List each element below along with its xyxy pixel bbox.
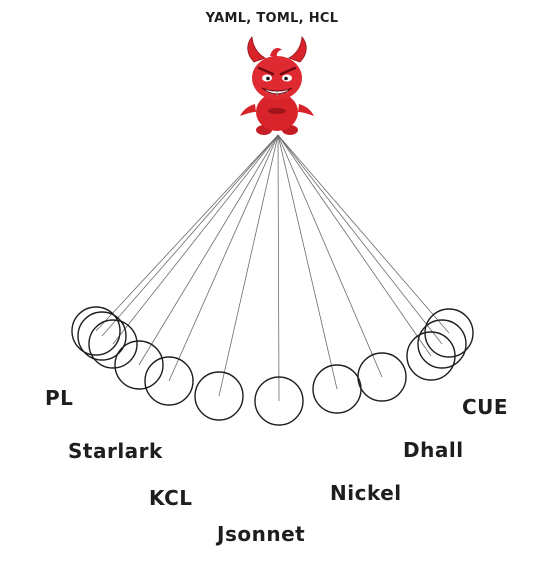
pendulum-string xyxy=(277,134,432,357)
language-label-dhall: Dhall xyxy=(403,438,464,462)
pendulum-string xyxy=(218,134,279,397)
pendulum-string xyxy=(138,134,279,366)
pendulum-ball xyxy=(71,306,121,356)
language-label-cue: CUE xyxy=(462,395,508,419)
pendulum-ball xyxy=(144,356,194,406)
pendulum-string xyxy=(277,134,383,378)
pendulum-string xyxy=(101,134,279,337)
pendulum-strings xyxy=(95,134,450,402)
pendulum-string xyxy=(277,134,443,345)
pendulum-string xyxy=(112,134,279,345)
pendulum-ball xyxy=(357,352,407,402)
pendulum-string xyxy=(168,134,279,382)
pendulum-ball xyxy=(254,376,304,426)
pendulum-string xyxy=(277,134,450,334)
pendulum-ball xyxy=(417,319,467,369)
language-label-jsonnet: Jsonnet xyxy=(215,522,305,546)
pendulum-ball xyxy=(194,371,244,421)
language-label-nickel: Nickel xyxy=(330,481,402,505)
language-label-starlark: Starlark xyxy=(68,439,163,463)
pendulum-string xyxy=(277,134,338,390)
pendulum-ball xyxy=(424,308,474,358)
pendulum-ball xyxy=(77,311,127,361)
red-devil-mascot-icon xyxy=(240,36,314,135)
pendulum-string xyxy=(95,134,279,332)
language-labels: PL Starlark KCL Jsonnet Nickel Dhall CUE xyxy=(45,386,508,546)
language-label-pl: PL xyxy=(45,386,73,410)
pendulum-ball xyxy=(114,340,164,390)
pendulum-ball xyxy=(88,319,138,369)
language-label-kcl: KCL xyxy=(149,486,193,510)
diagram-title: YAML, TOML, HCL xyxy=(205,11,339,26)
pendulum-string xyxy=(277,134,280,402)
pendulum-balls xyxy=(71,306,474,426)
